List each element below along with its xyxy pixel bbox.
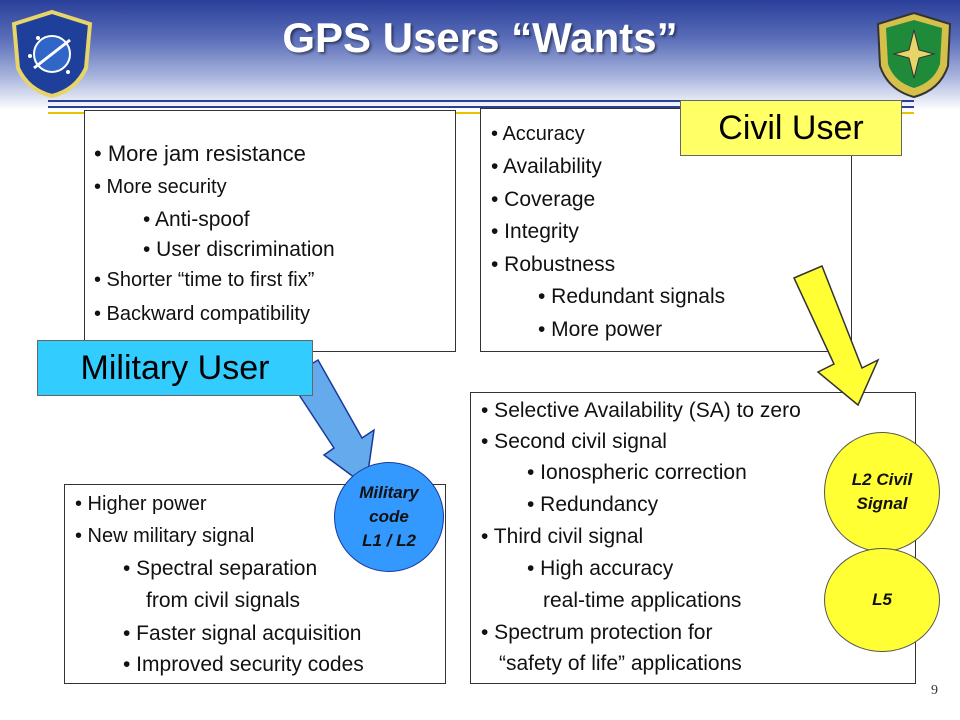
list-item: • Robustness xyxy=(491,253,616,276)
military-user-label: Military User xyxy=(37,340,313,396)
list-item: • Shorter “time to first fix” xyxy=(94,269,315,291)
military-code-line3: L1 / L2 xyxy=(362,531,416,550)
military-wants-box: • More jam resistance • More security • … xyxy=(84,110,456,352)
navstar-gps-emblem-icon xyxy=(876,11,952,99)
military-code-line2: code xyxy=(369,507,409,526)
list-item: • Second civil signal xyxy=(481,430,667,453)
header-rule-blue-bottom xyxy=(48,106,914,108)
civil-wants-box: • Accuracy • Availability • Coverage • I… xyxy=(480,108,852,352)
military-code-circle: Military code L1 / L2 xyxy=(334,462,444,572)
list-item: • Higher power xyxy=(75,493,207,515)
list-item: • Backward compatibility xyxy=(94,303,310,325)
list-item: • Anti-spoof xyxy=(143,208,250,231)
list-item: real-time applications xyxy=(543,589,742,612)
list-item: • Selective Availability (SA) to zero xyxy=(481,399,801,422)
list-item: • Faster signal acquisition xyxy=(123,622,362,645)
list-item: • Redundancy xyxy=(527,493,659,516)
list-item: • Spectrum protection for xyxy=(481,621,713,644)
l5-label: L5 xyxy=(872,590,892,609)
military-code-line1: Military xyxy=(359,483,419,502)
list-item: • Third civil signal xyxy=(481,525,644,548)
list-item: • Ionospheric correction xyxy=(527,461,747,484)
slide-title: GPS Users “Wants” xyxy=(282,14,678,61)
list-item: • Spectral separation xyxy=(123,557,318,580)
l5-circle: L5 xyxy=(824,548,940,652)
header-background xyxy=(0,0,960,110)
air-force-space-command-emblem-icon xyxy=(11,9,93,99)
list-item: • More jam resistance xyxy=(94,141,306,166)
header-rule-blue-top xyxy=(48,100,914,102)
list-item: • Coverage xyxy=(491,188,596,211)
list-item: • Availability xyxy=(491,155,602,178)
civil-arrow xyxy=(792,265,880,407)
page-number: 9 xyxy=(931,683,938,698)
list-item: • New military signal xyxy=(75,525,255,547)
list-item: • Improved security codes xyxy=(123,653,364,676)
list-item: “safety of life” applications xyxy=(499,652,742,675)
military-solutions-box: • Higher power • New military signal • S… xyxy=(64,484,446,684)
list-item: • User discrimination xyxy=(143,238,335,261)
list-item: • High accuracy xyxy=(527,557,674,580)
civil-user-label: Civil User xyxy=(680,100,902,156)
l2-civil-line2: Signal xyxy=(856,494,908,513)
list-item: • Integrity xyxy=(491,220,579,243)
list-item: from civil signals xyxy=(146,589,301,612)
list-item: • Redundant signals xyxy=(538,285,726,308)
l2-civil-line1: L2 Civil xyxy=(851,470,913,489)
list-item: • More security xyxy=(94,176,227,198)
list-item: • Accuracy xyxy=(491,123,585,145)
list-item: • More power xyxy=(538,318,663,341)
civil-solutions-box: • Selective Availability (SA) to zero • … xyxy=(470,392,916,684)
l2-civil-signal-circle: L2 Civil Signal xyxy=(824,432,940,552)
